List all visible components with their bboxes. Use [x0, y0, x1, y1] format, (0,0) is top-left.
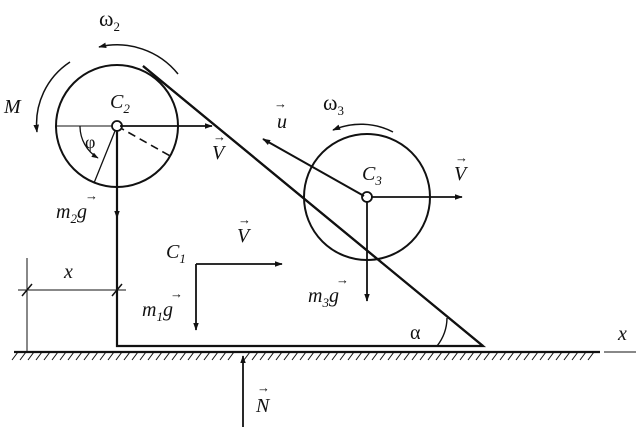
phi-arc — [79, 125, 99, 159]
alpha-label: α — [410, 322, 421, 344]
v-c2-label: V — [212, 142, 227, 164]
normal-vec: → — [257, 380, 270, 395]
m3g-label: m3g — [308, 285, 339, 310]
moment-label: M — [3, 96, 22, 118]
v-c1-vec: → — [238, 212, 251, 227]
moment-arrow — [33, 61, 71, 133]
omega3-label: ω3 — [323, 90, 344, 118]
normal-label: N — [255, 395, 271, 417]
x-dimension-label: x — [63, 261, 73, 283]
alpha-arc — [436, 317, 448, 347]
m1g-label: m1g — [142, 299, 173, 324]
x-dimension — [18, 258, 126, 352]
c2-label: C2 — [110, 91, 130, 116]
m3g-vec: → — [336, 272, 349, 287]
m2g-label: m2g — [56, 201, 87, 226]
c3-label: C3 — [362, 163, 382, 188]
omega3-arrow — [332, 123, 394, 133]
phi-label: φ — [85, 132, 95, 152]
u-label: u — [277, 111, 287, 133]
omega2-label: ω2 — [99, 6, 120, 34]
dashed-line — [116, 125, 173, 158]
m1g-vec: → — [170, 286, 183, 301]
v-c3-vec: → — [455, 150, 468, 165]
v-c2-vec: → — [213, 129, 226, 144]
m2g-vec: → — [85, 188, 98, 203]
x-axis-label: x — [617, 323, 627, 345]
u-vec: → — [274, 96, 287, 111]
incline-line — [142, 65, 484, 347]
v-c3-label: V — [454, 163, 469, 185]
u-arrow — [262, 138, 365, 197]
omega2-arrow — [98, 42, 179, 75]
c1-label: C1 — [166, 241, 186, 266]
ground — [11, 350, 600, 361]
v-c1-label: V — [237, 225, 252, 247]
